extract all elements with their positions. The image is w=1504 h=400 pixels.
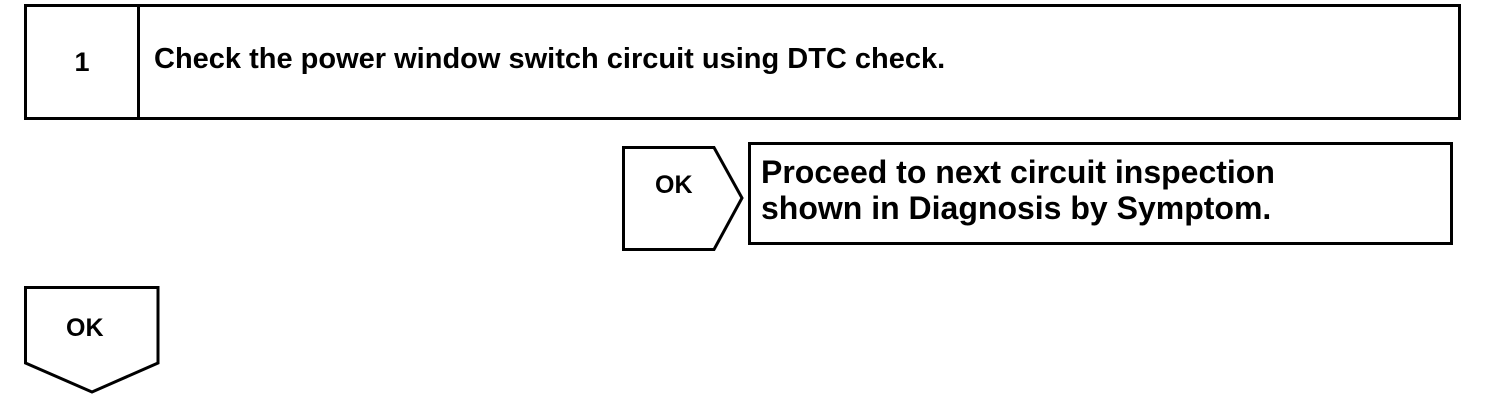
right-arrow-shape <box>622 146 744 251</box>
result-line-1: Proceed to next circuit inspection <box>761 154 1275 190</box>
step-box: 1 Check the power window switch circuit … <box>24 4 1461 120</box>
step-number: 1 <box>27 7 140 117</box>
step-instruction: Check the power window switch circuit us… <box>154 42 946 75</box>
right-arrow-label: OK <box>655 171 693 199</box>
down-arrow-shape <box>24 286 160 394</box>
result-box: Proceed to next circuit inspection shown… <box>748 142 1453 245</box>
result-line-2: shown in Diagnosis by Symptom. <box>761 190 1272 226</box>
down-arrow-label: OK <box>66 314 104 342</box>
